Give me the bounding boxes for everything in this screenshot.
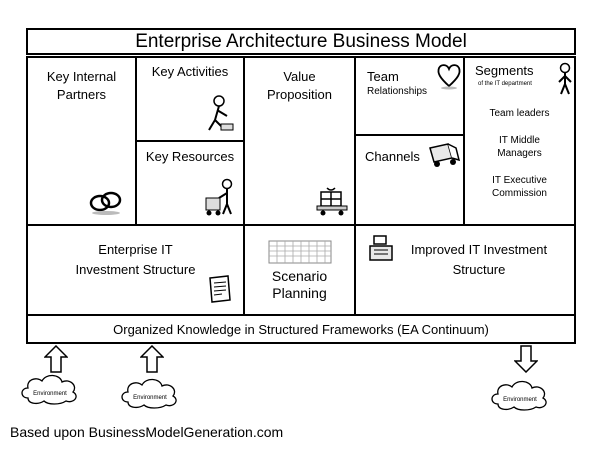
cell-channels: Channels: [354, 134, 465, 226]
team-relationships-title: Team: [367, 69, 399, 84]
canvas-frame: [26, 56, 576, 316]
chain-link-icon: [86, 188, 126, 216]
ea-continuum-label: Organized Knowledge in Structured Framew…: [113, 322, 489, 337]
environment-cloud: Environment: [118, 374, 182, 410]
title-box: Enterprise Architecture Business Model: [26, 28, 576, 55]
diagram-title: Enterprise Architecture Business Model: [135, 31, 467, 52]
cell-segments: Segments of the IT department Team leade…: [463, 56, 576, 226]
key-partners-label: Key Internal Partners: [46, 69, 117, 102]
down-arrow-icon: [514, 345, 538, 373]
cell-key-activities: Key Activities: [135, 56, 245, 142]
environment-cloud: Environment: [18, 370, 82, 406]
segment-item: Team leaders: [489, 108, 550, 119]
cost-structure-label: Enterprise IT Investment Structure: [75, 242, 196, 277]
ea-continuum-bar: Organized Knowledge in Structured Framew…: [26, 314, 576, 344]
spreadsheet-icon: [268, 240, 332, 264]
person-icon: [555, 62, 575, 96]
cell-key-resources: Key Resources: [135, 140, 245, 226]
segment-item: IT Middle Managers: [497, 135, 542, 159]
attribution-footer: Based upon BusinessModelGeneration.com: [10, 424, 284, 440]
segments-title: Segments: [475, 63, 534, 78]
up-arrow-icon: [140, 345, 164, 373]
key-activities-label: Key Activities: [151, 64, 229, 79]
team-relationships-subtitle: Relationships: [367, 86, 428, 97]
cloud-label: Environment: [33, 391, 67, 397]
value-proposition-label: Value Proposition: [266, 69, 333, 102]
cell-key-partners: Key Internal Partners: [26, 56, 137, 226]
segments-subtitle: of the IT department: [478, 81, 532, 87]
worker-icon: [201, 94, 235, 136]
cloud-label: Environment: [133, 395, 167, 401]
cell-team-relationships: Team Relationships: [354, 56, 465, 136]
scenario-planning-label: Scenario Planning: [271, 268, 328, 301]
truck-icon: [426, 140, 462, 170]
segment-item: IT Executive Commission: [491, 175, 547, 199]
heart-icon: [436, 62, 462, 90]
channels-label: Channels: [365, 149, 420, 164]
cell-revenue-streams: Improved IT Investment Structure: [354, 224, 576, 316]
environment-cloud: Environment: [488, 376, 552, 412]
key-resources-label: Key Resources: [145, 149, 235, 164]
gift-cart-icon: [315, 184, 351, 216]
cloud-label: Environment: [503, 397, 537, 403]
up-arrow-icon: [44, 345, 68, 373]
cell-scenario-planning: Scenario Planning: [243, 224, 356, 316]
revenue-streams-label: Improved IT Investment Structure: [410, 242, 548, 277]
invoice-icon: [204, 274, 234, 306]
cell-value-proposition: Value Proposition: [243, 56, 356, 226]
cell-cost-structure: Enterprise IT Investment Structure: [26, 224, 245, 316]
cash-register-icon: [366, 232, 396, 264]
forklift-worker-icon: [203, 178, 239, 218]
